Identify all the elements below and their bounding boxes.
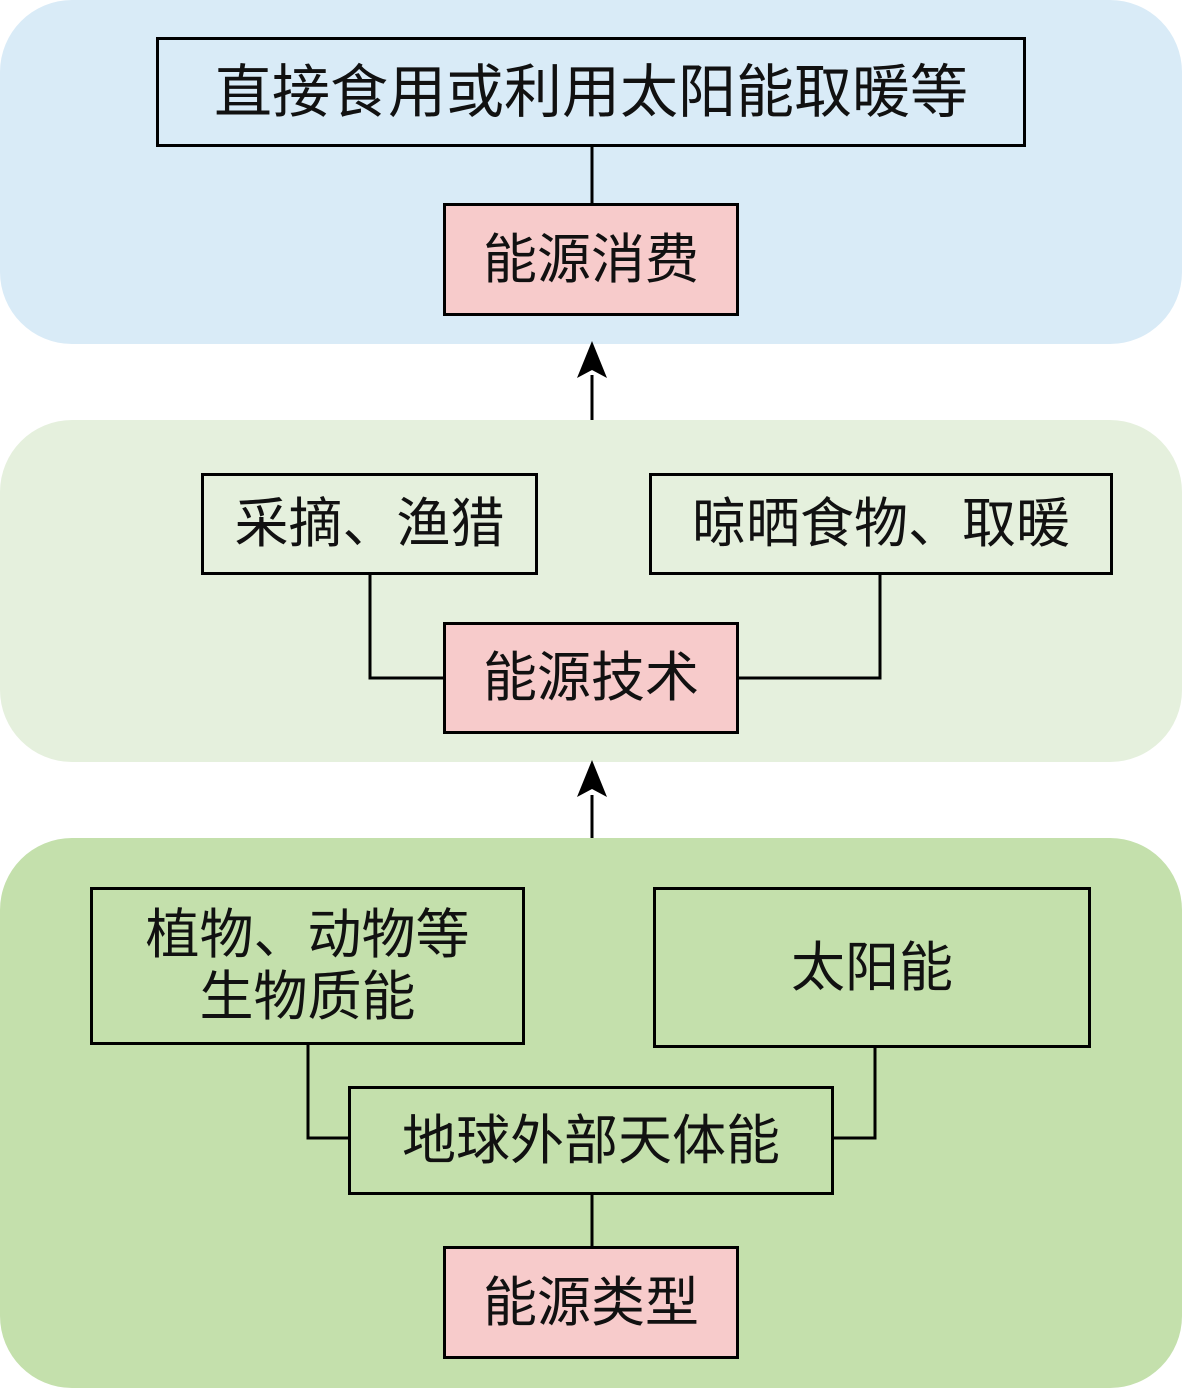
- solar-energy-text: 太阳能: [791, 935, 953, 999]
- energy-consumption-label: 能源消费: [483, 227, 699, 291]
- biomass-line-1: 植物、动物等: [145, 903, 470, 967]
- drying-heating-text: 晾晒食物、取暖: [692, 492, 1070, 556]
- arrow-bot-to-mid-head: [577, 760, 607, 797]
- biomass-energy-box: 植物、动物等 生物质能: [90, 887, 525, 1045]
- gathering-fishing-box: 采摘、渔猎: [201, 473, 538, 575]
- energy-type-label: 能源类型: [483, 1270, 699, 1334]
- solar-energy-box: 太阳能: [653, 887, 1091, 1048]
- gathering-fishing-text: 采摘、渔猎: [234, 492, 505, 556]
- energy-consumption-box: 能源消费: [443, 203, 739, 316]
- energy-technology-label: 能源技术: [483, 646, 699, 710]
- extraterrestrial-energy-text: 地球外部天体能: [402, 1108, 780, 1172]
- consumption-detail-box: 直接食用或利用太阳能取暖等: [156, 37, 1026, 147]
- drying-heating-box: 晾晒食物、取暖: [649, 473, 1113, 575]
- energy-type-box: 能源类型: [443, 1246, 739, 1359]
- extraterrestrial-energy-box: 地球外部天体能: [348, 1086, 834, 1195]
- energy-technology-box: 能源技术: [443, 622, 739, 734]
- arrow-mid-to-top-head: [577, 341, 607, 378]
- biomass-line-2: 生物质能: [199, 965, 416, 1028]
- consumption-detail-text: 直接食用或利用太阳能取暖等: [213, 57, 968, 126]
